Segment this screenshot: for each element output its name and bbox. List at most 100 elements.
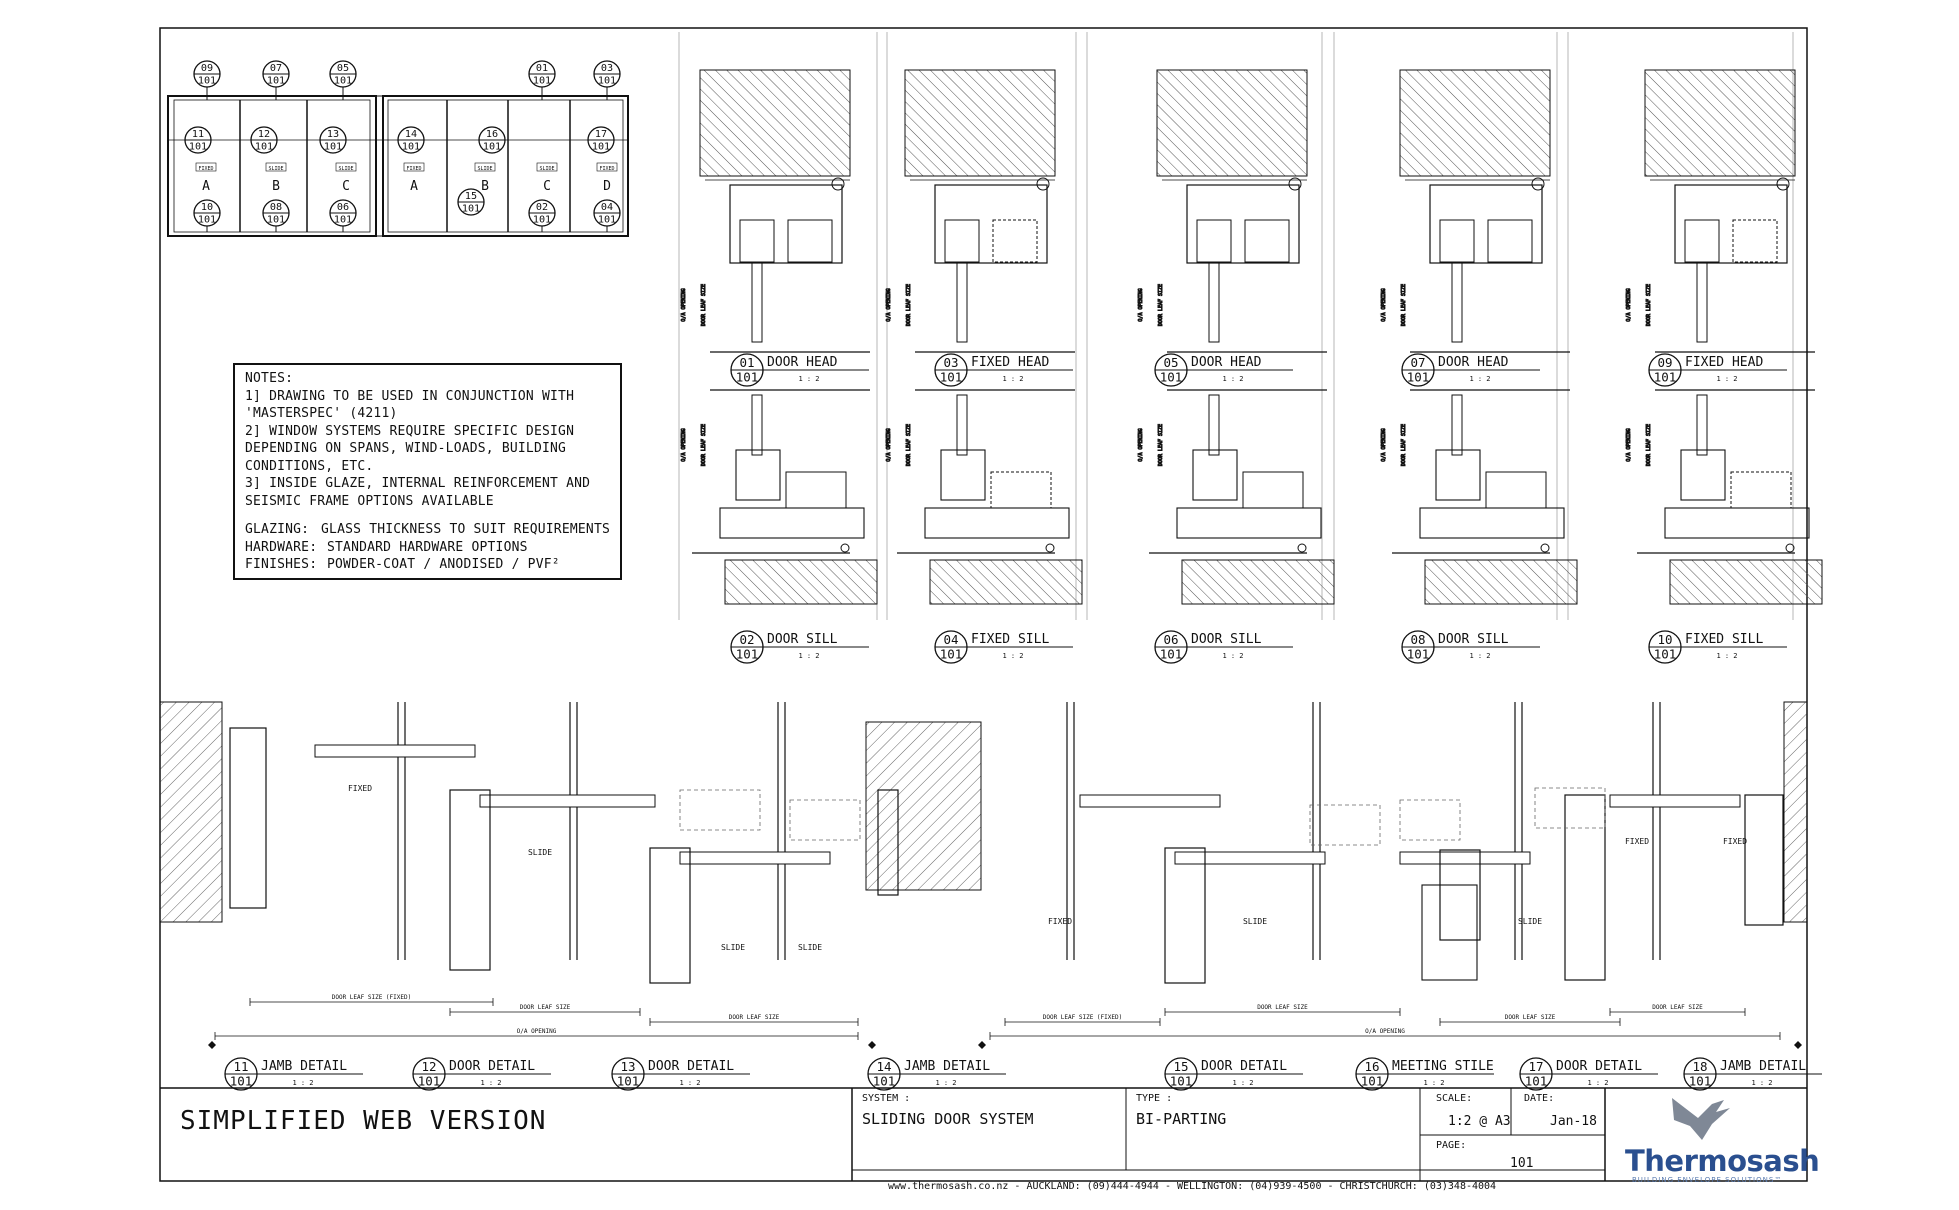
dim-label: DOOR LEAF SIZE (1652, 1004, 1703, 1011)
plan-fixed-text: FIXED (1625, 837, 1649, 846)
door-leaf-dim: DOOR LEAF SIZE (1401, 424, 1407, 466)
marker-sheet: 101 (334, 214, 352, 225)
plan-frame-profile (1164, 847, 1206, 984)
head-track-profile (1487, 219, 1533, 263)
marker-sheet: 101 (1160, 370, 1183, 385)
sill-frame (924, 507, 1070, 539)
plan-glass-pane (1174, 851, 1326, 865)
marker-sheet: 101 (1361, 1074, 1384, 1089)
marker-sheet: 101 (1407, 647, 1430, 662)
date-label: DATE: (1524, 1093, 1555, 1104)
detail-scale: 1 : 2 (1469, 375, 1490, 383)
sill-leaf-profile (735, 449, 781, 501)
marker-number: 01 (536, 63, 548, 74)
panel-letter: A (410, 179, 418, 194)
plan-frame-profile (449, 789, 491, 971)
detail-scale: 1 : 2 (1222, 652, 1243, 660)
plan-walls (159, 701, 1808, 923)
marker-sheet: 101 (230, 1074, 253, 1089)
marker-number: 03 (601, 63, 613, 74)
page-label: PAGE: (1436, 1140, 1467, 1151)
sill-leaf-profile (1192, 449, 1238, 501)
detail-scale: 1 : 2 (1469, 652, 1490, 660)
marker-sheet: 101 (483, 141, 501, 152)
plan-dimension: O/A OPENING (989, 1028, 1781, 1040)
head-track-profile (1244, 219, 1290, 263)
finishes-label: FINISHES: (245, 557, 318, 572)
plan-dimensions: DOOR LEAF SIZE (FIXED)DOOR LEAF SIZEDOOR… (208, 994, 1802, 1049)
marker-number: 15 (1173, 1059, 1188, 1074)
sill-floor-hatch (1669, 559, 1823, 605)
plan-fixed-text: FIXED (1048, 917, 1072, 926)
marker-sheet: 101 (736, 370, 759, 385)
elevation-markers: 0910107101051010110103101101010810106101… (168, 60, 628, 232)
plan-handle-ghost (1309, 804, 1381, 846)
detail-scale: 1 : 2 (1751, 1079, 1772, 1087)
dim-label: DOOR LEAF SIZE (FIXED) (1043, 1014, 1122, 1021)
sill-glass (1208, 394, 1220, 456)
detail-scale: 1 : 2 (1716, 375, 1737, 383)
sill-floor-hatch (1181, 559, 1335, 605)
plan-slide-text: SLIDE (721, 943, 745, 952)
sill-track-profile (1730, 471, 1792, 509)
head-glass (1451, 261, 1463, 343)
marker-sheet: 101 (1170, 1074, 1193, 1089)
oa-opening-dim: O/A OPENING (1626, 288, 1632, 321)
oa-opening-dim: O/A OPENING (1138, 428, 1144, 461)
door-leaf-dim: DOOR LEAF SIZE (1401, 284, 1407, 326)
head-seal (1288, 177, 1302, 191)
marker-number: 05 (337, 63, 349, 74)
panel-tag: SLIDE (477, 166, 492, 172)
plan-glass-pane (679, 851, 831, 865)
panel-tag-box (335, 162, 357, 172)
sill-sections (692, 394, 1823, 605)
sill-seal (840, 543, 850, 553)
panel-tag-box (265, 162, 287, 172)
marker-sheet: 101 (402, 141, 420, 152)
head-leaf-profile (739, 219, 775, 263)
sill-leaf-profile (1435, 449, 1481, 501)
thermosash-bird-logo (1672, 1098, 1730, 1140)
marker-number: 14 (405, 129, 417, 140)
plan-glass-pane (479, 794, 656, 808)
web-version-title: SIMPLIFIED WEB VERSION (180, 1106, 547, 1136)
sill-glass (751, 394, 763, 456)
head-leaf-profile (1684, 219, 1720, 263)
marker-number: 17 (595, 129, 607, 140)
plan-handle-ghost (1399, 799, 1461, 841)
detail-title: DOOR HEAD (767, 355, 838, 370)
panel-letter: C (342, 179, 350, 194)
head-glass (1696, 261, 1708, 343)
marker-number: 09 (201, 63, 213, 74)
brand-name: Thermosash (1625, 1144, 1820, 1178)
note-line: SEISMIC FRAME OPTIONS AVAILABLE (245, 493, 494, 509)
oa-opening-dim: O/A OPENING (886, 288, 892, 321)
panel-letter: B (481, 179, 489, 194)
sill-seal (1785, 543, 1795, 553)
sill-section-profile (692, 394, 878, 605)
note-line: DEPENDING ON SPANS, WIND-LOADS, BUILDING (245, 441, 567, 456)
marker-number: 05 (1163, 355, 1178, 370)
marker-number: 14 (876, 1059, 891, 1074)
sill-section-profile (1392, 394, 1578, 605)
marker-number: 02 (536, 202, 548, 213)
head-seal (1776, 177, 1790, 191)
head-glass (956, 261, 968, 343)
marker-number: 13 (327, 129, 339, 140)
